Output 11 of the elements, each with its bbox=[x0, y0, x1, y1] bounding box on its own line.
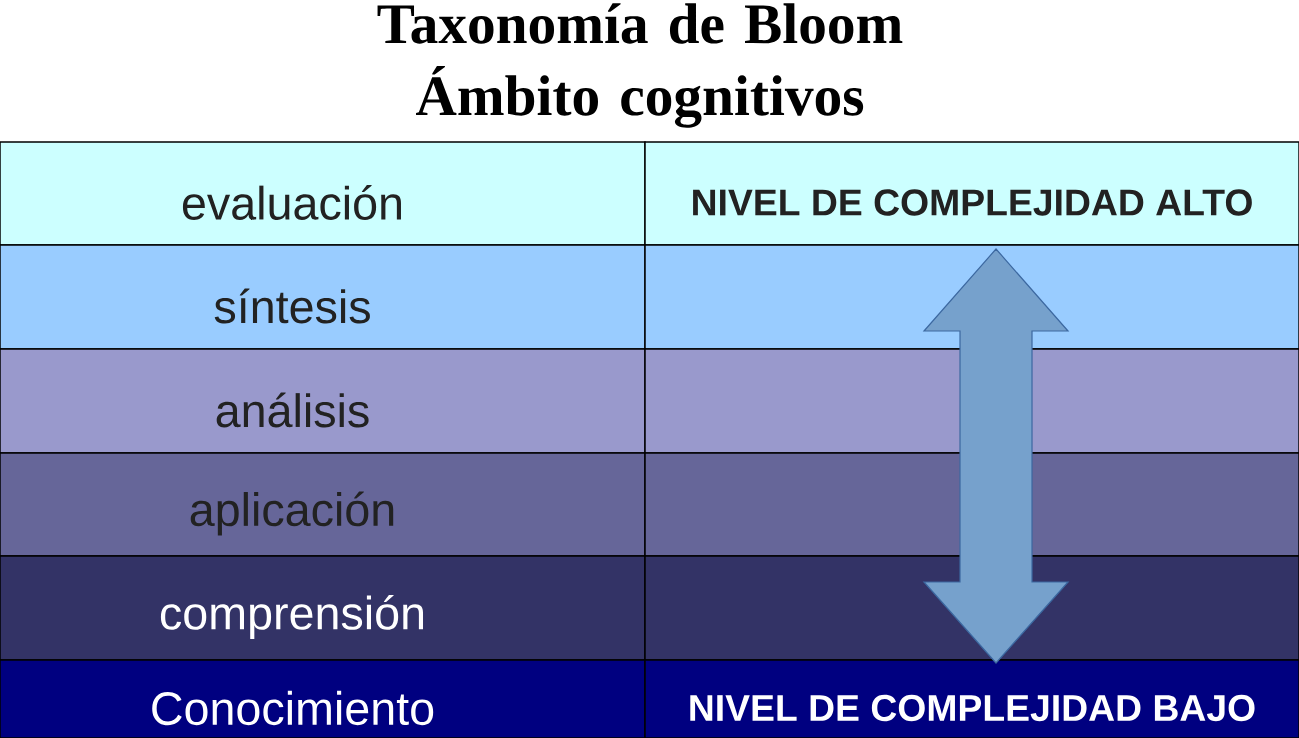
table-cell: aplicación bbox=[0, 452, 646, 557]
double-arrow bbox=[922, 248, 1070, 664]
table-cell: NIVEL DE COMPLEJIDAD ALTO bbox=[644, 141, 1299, 246]
table-cell: comprensión bbox=[0, 555, 646, 661]
table-cell: NIVEL DE COMPLEJIDAD BAJO bbox=[644, 659, 1299, 738]
table-cell: análisis bbox=[0, 348, 646, 454]
table-cell: síntesis bbox=[0, 244, 646, 350]
title: Taxonomía de Bloom Ámbito cognitivos bbox=[377, 3, 903, 128]
table-cell: evaluación bbox=[0, 141, 646, 246]
table-cell: Conocimiento bbox=[0, 659, 646, 738]
node-label: Conocimiento bbox=[152, 690, 434, 726]
